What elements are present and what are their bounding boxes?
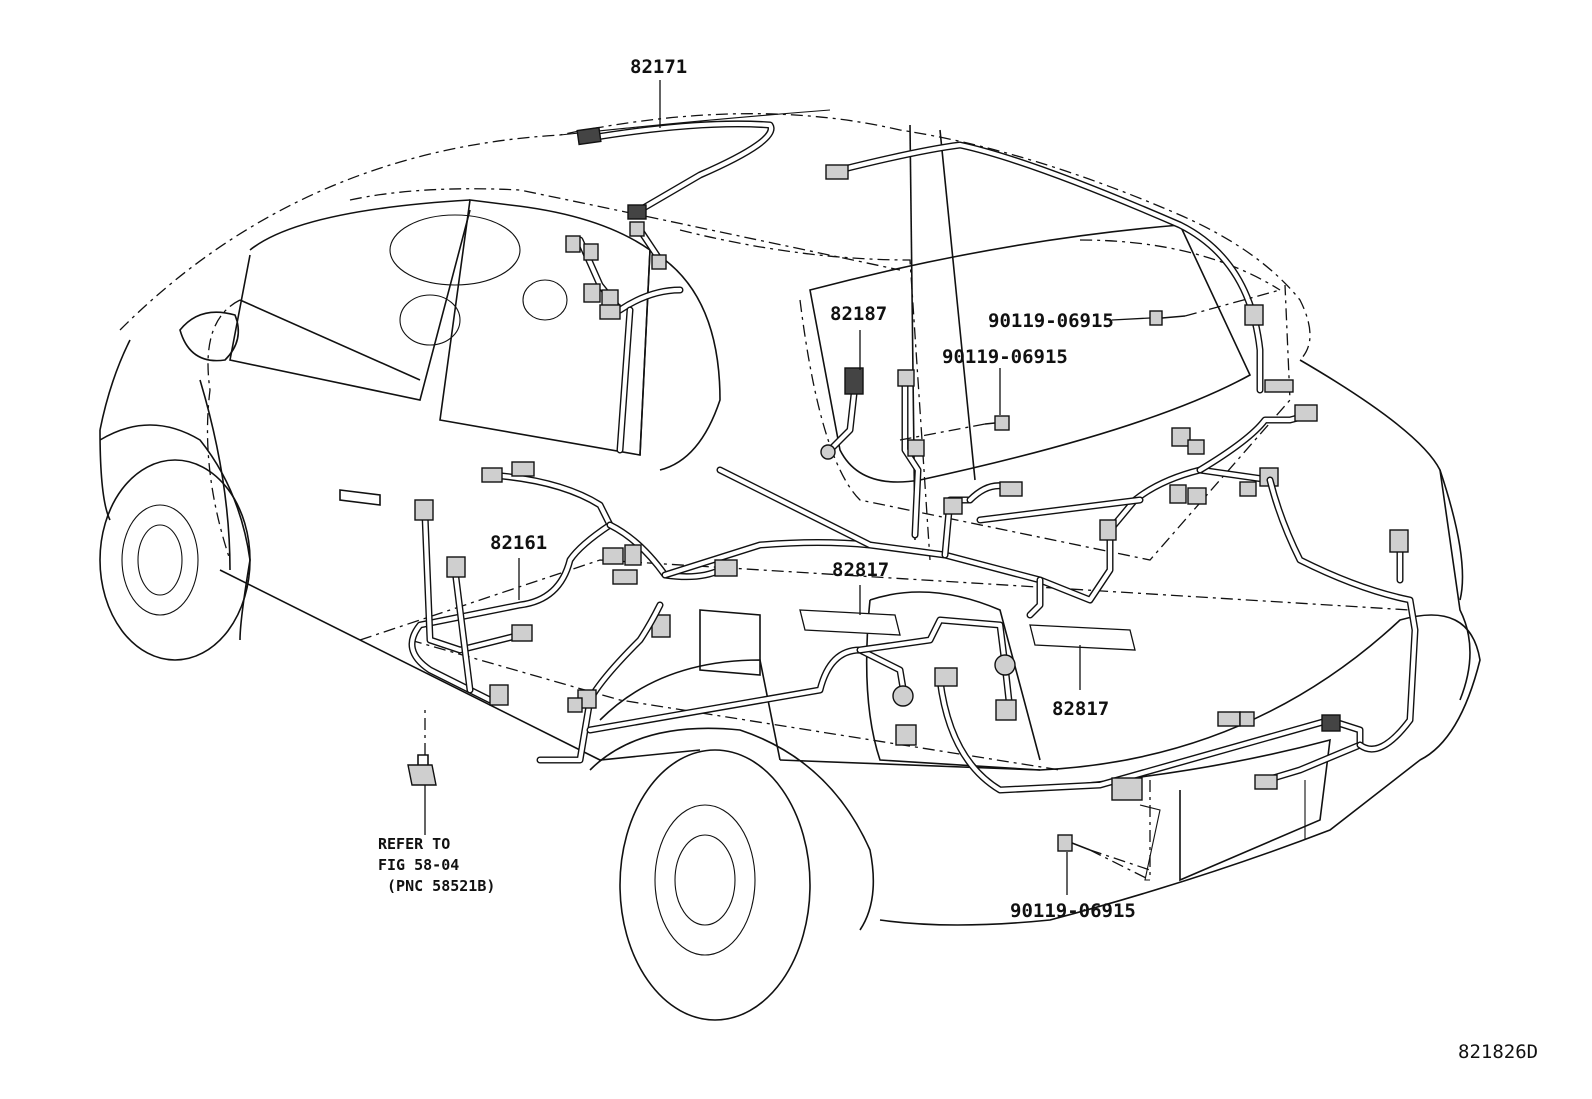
label-protector-lower: 82817 [1052,698,1110,720]
leader-lines [424,80,1281,895]
protector-pad-center [799,609,901,636]
label-refer-line3: (PNC 58521B) [378,877,496,895]
label-bolt-middle: 90119-06915 [942,346,1068,368]
bolt-lower-icon [1057,834,1091,852]
rear-bumper [779,614,1481,926]
connector-82187 [844,367,864,395]
side-mirror [179,311,240,362]
rear-lamp-connector [1321,714,1341,732]
grommet-left [892,685,914,707]
door-handle [339,489,381,506]
grommet-right [994,654,1016,676]
front-wheel-arch [99,424,251,641]
rear-wheel [619,749,811,1021]
rear-roof-wire [825,141,1294,394]
rear-wheel-arch [589,727,875,931]
label-protector-upper: 82817 [832,559,890,581]
label-refer-line1: REFER TO [378,835,451,853]
bolts [407,310,1186,852]
figure-code: 821826D [1458,1041,1539,1063]
back-window [809,224,1252,483]
protector-pad-right [1029,624,1136,651]
connector-roof-rear [825,164,849,180]
label-bolt-upper: 90119-06915 [988,310,1114,332]
back-door-wire-82187 [820,367,925,539]
front-door-frame [439,199,651,456]
connector-82171-rear [627,204,647,220]
label-roof-harness: 82171 [630,56,688,78]
dash-connectors [565,221,684,454]
rear-floor-harness [586,404,1419,840]
car-body-outline [99,109,1481,1021]
label-back-door-wire: 82187 [830,303,888,325]
clip-58521B-icon [407,754,437,786]
label-bolt-lower: 90119-06915 [1010,900,1136,922]
label-refer-line2: FIG 58-04 [378,856,460,874]
roof-outline [119,113,1311,361]
bolt-upper-icon [1149,310,1186,326]
connector-roof-spoiler [1244,304,1264,326]
connector-82171-front [576,126,602,146]
floor-wire-82161 [408,461,874,764]
front-wheel [99,459,251,661]
bolt-middle-icon [984,415,1010,431]
floor-service-hole [699,609,761,676]
ground-point-82187 [820,444,836,460]
protector-pads [799,609,1136,651]
roof-harness-82171 [576,120,775,220]
label-floor-wire: 82161 [490,532,548,554]
